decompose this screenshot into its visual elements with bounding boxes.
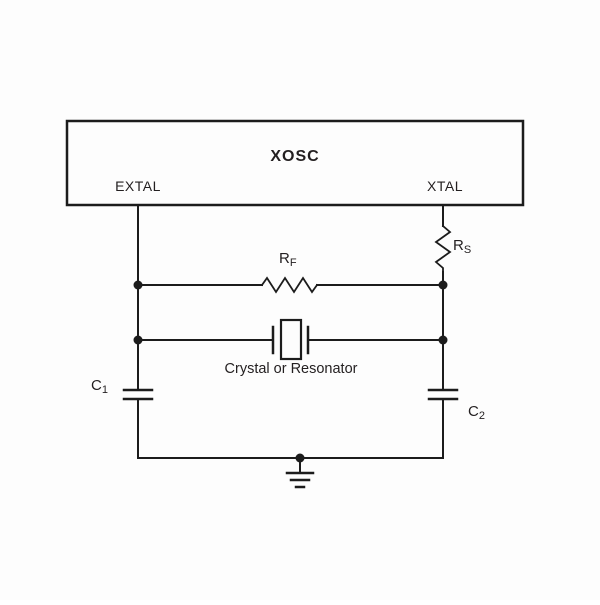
c2-label-base: C [468, 403, 479, 420]
rf-label-base: R [279, 250, 290, 267]
xosc-block-outline [65, 119, 525, 207]
circuit-lines [65, 119, 525, 489]
c2-label-sub: 2 [479, 410, 485, 422]
rs-label-sub: S [464, 244, 471, 256]
junction-ground [295, 453, 305, 463]
rf-label: RF [279, 250, 297, 269]
rf-label-sub: F [290, 257, 297, 269]
xtal-pin-label: XTAL [427, 178, 463, 194]
crystal-body [279, 318, 303, 361]
xosc-title: XOSC [270, 148, 319, 165]
c1-label-sub: 1 [102, 384, 108, 396]
junction-xtal-rf [438, 280, 448, 290]
c1-label: C1 [91, 377, 108, 396]
crystal-caption: Crystal or Resonator [225, 361, 358, 377]
junction-extal-crystal [133, 335, 143, 345]
resistor-rf-zigzag [260, 276, 319, 294]
junction-extal-rf [133, 280, 143, 290]
c2-label: C2 [468, 403, 485, 422]
junction-xtal-crystal [438, 335, 448, 345]
rs-label-base: R [453, 237, 464, 254]
rs-label: RS [453, 237, 471, 256]
c1-label-base: C [91, 377, 102, 394]
extal-pin-label: EXTAL [115, 178, 161, 194]
junction-dots [133, 280, 448, 463]
resistor-rs-zigzag [434, 224, 452, 273]
